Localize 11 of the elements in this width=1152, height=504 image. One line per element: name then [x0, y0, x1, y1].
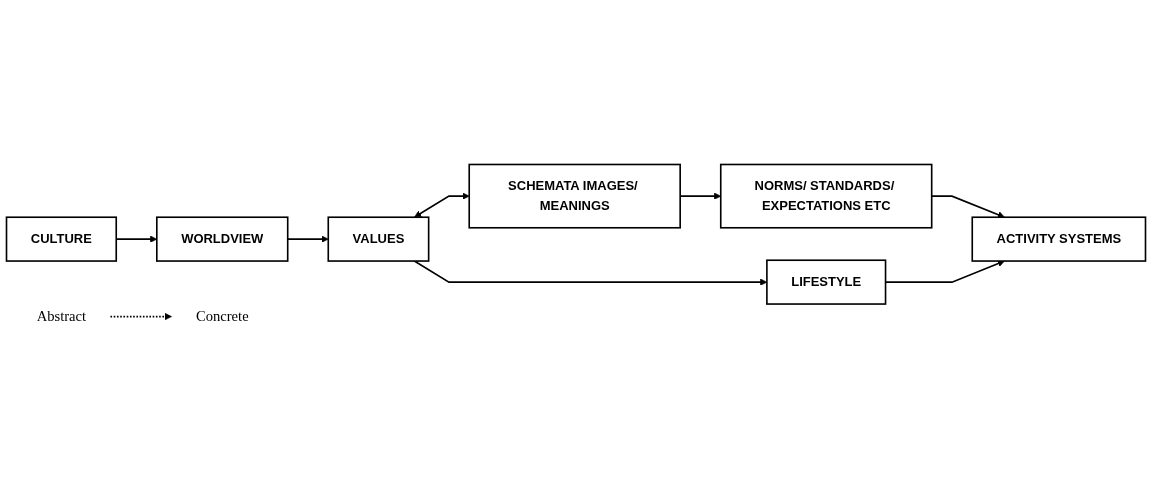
node-box: ACTIVITY SYSTEMS: [971, 216, 1147, 262]
arrow: [109, 312, 172, 321]
node-text: Concrete: [195, 307, 249, 325]
node-box: NORMS/ STANDARDS/ EXPECTATIONS ETC: [719, 163, 933, 229]
node-text: Abstract: [36, 307, 87, 325]
node-box: SCHEMATA IMAGES/ MEANINGS: [468, 163, 681, 229]
node-box: CULTURE: [5, 216, 118, 262]
node-box: VALUES: [327, 216, 430, 262]
node-box: WORLDVIEW: [156, 216, 289, 262]
arrow: [414, 192, 470, 218]
node-box: LIFESTYLE: [766, 259, 887, 305]
